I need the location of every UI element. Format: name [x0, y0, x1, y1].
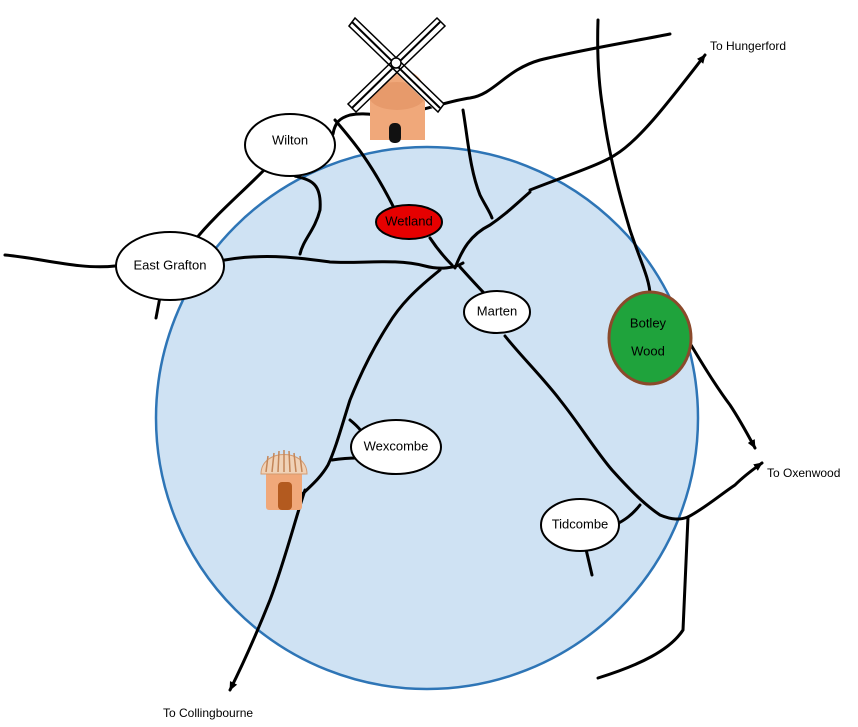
road: [295, 268, 442, 502]
destination-hungerford: To Hungerford: [710, 39, 786, 53]
thatched-hut-icon: [260, 450, 308, 510]
road: [154, 295, 162, 320]
road: [213, 255, 465, 270]
road: [428, 236, 454, 267]
place-marten[interactable]: Marten: [463, 290, 531, 334]
road: [503, 334, 690, 521]
road: [3, 253, 117, 269]
place-label: Wetland: [385, 213, 432, 228]
place-label: Marten: [477, 303, 517, 318]
windmill-icon: [346, 16, 447, 143]
place-label-line2: Wood: [631, 343, 665, 358]
destination-collingbourne: To Collingbourne: [163, 706, 253, 720]
road: [418, 32, 672, 112]
place-tidcombe[interactable]: Tidcombe: [540, 498, 620, 552]
place-label-line1: Botley: [630, 315, 667, 330]
road-to-collingbourne: [228, 488, 307, 692]
road: [596, 515, 690, 680]
destination-oxenwood: To Oxenwood: [767, 466, 840, 480]
road: [333, 118, 397, 212]
road: [686, 338, 757, 450]
road: [293, 174, 322, 256]
place-label: Wexcombe: [364, 438, 429, 453]
road: [453, 190, 532, 270]
road-to-hungerford: [528, 53, 707, 192]
place-wetland[interactable]: Wetland: [375, 204, 443, 240]
road: [193, 164, 270, 242]
place-wexcombe[interactable]: Wexcombe: [350, 419, 442, 475]
road: [596, 18, 652, 297]
road: [331, 112, 380, 136]
place-east-grafton[interactable]: East Grafton: [115, 231, 225, 301]
place-label: East Grafton: [134, 257, 207, 272]
road-network: [3, 18, 764, 692]
place-label: Tidcombe: [552, 516, 609, 531]
place-label: Wilton: [272, 132, 308, 147]
place-botley-wood[interactable]: Botley Wood: [607, 290, 693, 386]
road-to-oxenwood: [686, 461, 764, 519]
highlighted-area: [154, 145, 700, 691]
road: [461, 108, 494, 220]
place-wilton[interactable]: Wilton: [244, 113, 336, 177]
